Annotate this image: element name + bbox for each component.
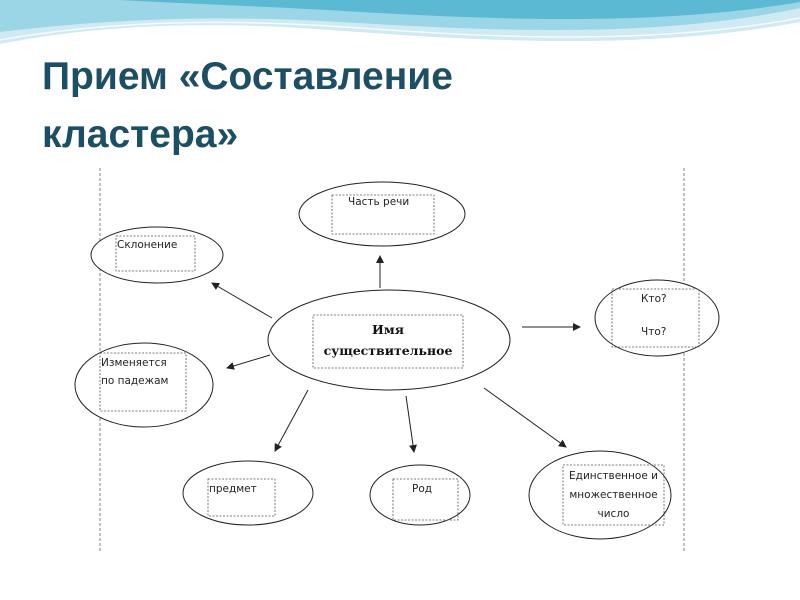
questions-label-what: Что? <box>641 326 667 338</box>
center-label-box <box>312 314 464 369</box>
arrow-to-declension <box>211 282 273 319</box>
number-label: Единственное и множественное число <box>561 469 666 522</box>
arrow-to-object <box>274 389 309 452</box>
object-label: предмет <box>209 483 257 495</box>
number-label-line-1: Единственное и <box>569 470 658 482</box>
slide-title-line-2: кластера» <box>42 113 239 156</box>
part-of-speech-ellipse <box>298 181 466 247</box>
center-label-line-1: Имя <box>372 322 404 337</box>
declension-label-box <box>115 235 196 272</box>
part-of-speech-label-box <box>331 194 435 235</box>
questions-label-who: Кто? <box>641 293 667 305</box>
gender-label: Род <box>412 483 433 495</box>
declension-label: Склонение <box>117 239 178 251</box>
arrow-to-cases <box>226 354 271 370</box>
cases-ellipse <box>74 342 214 428</box>
questions-label-box <box>611 288 700 348</box>
number-ellipse <box>528 450 672 540</box>
cases-label-line-2: по падежам <box>101 375 169 387</box>
object-label-box <box>207 478 276 517</box>
cluster-diagram: Имя существительное Часть речи Склонение… <box>64 168 736 553</box>
number-label-line-3: число <box>597 508 630 520</box>
center-node-label: Имя существительное <box>313 319 463 361</box>
slide-title-line-1: Прием «Составление <box>42 55 453 98</box>
arrow-to-gender <box>405 395 417 453</box>
gender-label-box <box>392 478 459 521</box>
center-label-line-2: существительное <box>323 343 453 358</box>
cases-label: Изменяется по падежам <box>101 356 168 389</box>
gender-ellipse <box>369 464 471 526</box>
cases-label-line-1: Изменяется <box>101 357 167 369</box>
part-of-speech-label: Часть речи <box>348 196 410 208</box>
arrow-to-number <box>483 387 567 448</box>
slide-title: Прием «Составление кластера» <box>42 48 453 164</box>
cases-label-box <box>99 352 187 412</box>
number-label-box <box>562 464 665 526</box>
object-ellipse <box>182 460 314 526</box>
questions-ellipse <box>594 279 720 357</box>
number-label-line-2: множественное <box>569 489 658 501</box>
cluster-diagram-graphics <box>74 168 720 553</box>
header-wave-decoration <box>0 0 800 44</box>
declension-ellipse <box>90 226 224 284</box>
